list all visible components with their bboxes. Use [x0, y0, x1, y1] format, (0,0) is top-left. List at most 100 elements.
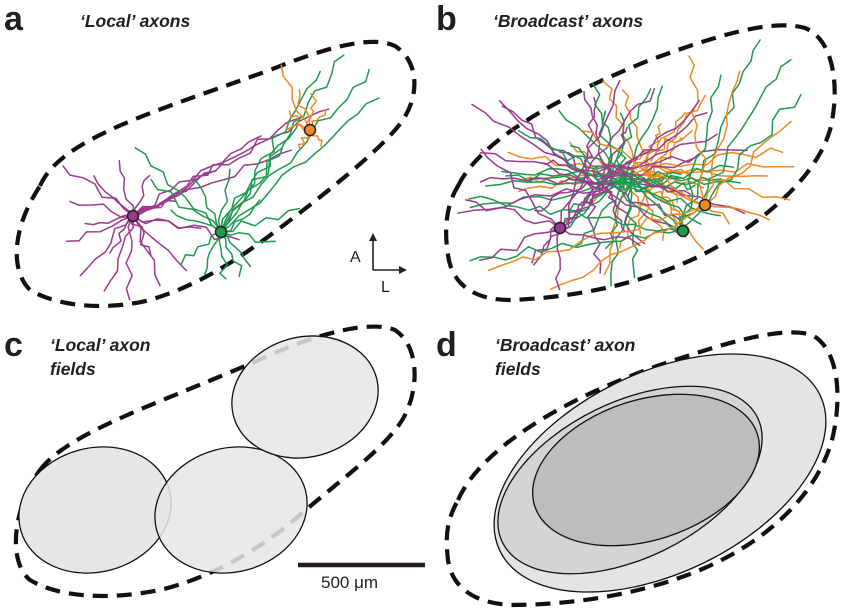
panel-a: a ‘Local’ axons A L [4, 0, 417, 309]
panel-c: c ‘Local’ axon fields 500 μm [4, 324, 425, 599]
orange-local-axon-branch-0 [280, 64, 311, 131]
panel-c-letter: c [4, 326, 23, 364]
green-local-axon-branch-7 [220, 231, 276, 244]
green-local-axon-branch-10 [217, 168, 231, 233]
panel-b: b ‘Broadcast’ axons [436, 0, 837, 303]
orange-long-axon-branch-2 [704, 120, 792, 206]
magenta-local-axon-branch-9 [118, 159, 135, 217]
orange-soma-b [698, 198, 712, 212]
magenta-local-axon-branch-2 [65, 215, 134, 243]
green-local-axon-branch-0 [134, 146, 222, 233]
panel-d-title-line2: fields [495, 359, 541, 379]
magenta-soma-b [553, 221, 567, 235]
panel-b-letter: b [436, 0, 457, 38]
magenta-broadcast-axon-branch-6 [479, 151, 612, 186]
orange-broadcast-axon-branch-9 [645, 162, 795, 175]
orange-local-axon-branch-1 [296, 89, 311, 131]
panel-a-somas [126, 123, 317, 239]
orange-broadcast-axon-branch-5 [629, 168, 731, 225]
orange-broadcast-axon-branch-16 [652, 94, 707, 165]
magenta-local-axon-branch-17 [132, 149, 292, 217]
panel-d: d ‘Broadcast’ axon fields [436, 326, 840, 608]
green-local-axon-branch-1 [150, 178, 222, 233]
magenta-local-axon-branch-8 [93, 175, 134, 217]
green-broadcast-axon-branch-17 [627, 187, 639, 279]
green-local-axon-branch-17 [220, 231, 243, 278]
green-long-axon-branch-4 [558, 109, 681, 231]
magenta-long-axon-branch-4 [559, 227, 641, 247]
orange-long-axon-branch-3 [704, 204, 771, 221]
panel-a-boundary [14, 39, 417, 309]
orange-soma-a [303, 123, 317, 137]
panel-a-letter: a [4, 0, 24, 38]
orange-broadcast-axon-branch-25 [621, 89, 649, 166]
orange-broadcast-axon-branch-10 [637, 164, 655, 235]
magenta-local-axon-branch-10 [132, 174, 151, 217]
orange-broadcast-axon-branch-4 [653, 164, 791, 201]
panel-c-title-line1: ‘Local’ axon [50, 335, 151, 355]
orientation-compass: A L [350, 233, 407, 296]
green-long-axon-branch-5 [517, 129, 681, 231]
magenta-long-axon-branch-1 [465, 199, 561, 229]
panel-c-title-line2: fields [50, 359, 96, 379]
green-long-axon-branch-0 [679, 39, 761, 231]
green-local-axon-branch-5 [218, 231, 229, 280]
anterior-label: A [350, 249, 361, 266]
panel-d-title-line1: ‘Broadcast’ axon [495, 335, 635, 355]
panel-a-axons [62, 54, 380, 301]
green-local-axon-branch-4 [203, 231, 222, 276]
panel-d-letter: d [436, 326, 457, 364]
lateral-label: L [381, 279, 390, 296]
magenta-long-axon-branch-3 [555, 227, 561, 291]
panel-b-title: ‘Broadcast’ axons [493, 11, 643, 31]
magenta-local-axon-branch-20 [84, 214, 134, 226]
magenta-local-axon-branch-4 [103, 215, 134, 292]
orange-long-axon-branch-4 [550, 204, 706, 290]
magenta-broadcast-axon-branch-19 [533, 180, 602, 212]
lateral-arrowhead [399, 266, 407, 274]
green-local-axon-branch-2 [170, 209, 222, 233]
magenta-broadcast-axon-branch-11 [599, 148, 748, 172]
orange-broadcast-axon-branch-14 [652, 147, 784, 168]
magenta-long-axon-branch-5 [559, 99, 700, 229]
green-local-axon-branch-12 [220, 116, 301, 233]
green-local-axon-branch-6 [220, 231, 252, 268]
magenta-broadcast-axon-branch-10 [586, 87, 656, 174]
orange-broadcast-axon-branch-8 [650, 111, 686, 163]
green-soma-a [214, 225, 228, 239]
magenta-broadcast-axon-branch-5 [498, 100, 592, 185]
magenta-soma-a [126, 209, 140, 223]
orange-long-axon-branch-1 [704, 70, 741, 206]
magenta-local-axon-branch-19 [109, 215, 134, 254]
magenta-broadcast-axon-branch-3 [585, 180, 602, 274]
scale-bar-label: 500 μm [321, 573, 378, 592]
green-local-axon-branch-15 [220, 68, 370, 233]
green-local-axon-branch-16 [220, 97, 380, 233]
magenta-broadcast-axon-branch-13 [501, 105, 589, 175]
green-local-axon-branch-13 [220, 70, 321, 233]
panel-b-somas [553, 198, 712, 238]
panel-a-title: ‘Local’ axons [80, 11, 190, 31]
green-local-axon-branch-8 [220, 207, 300, 233]
magenta-local-axon-branch-15 [132, 117, 301, 217]
green-long-axon-branch-7 [469, 229, 681, 262]
magenta-broadcast-axon-branch-21 [583, 90, 613, 179]
magenta-broadcast-axon-branch-25 [596, 133, 718, 181]
magenta-local-axon-branch-0 [62, 165, 134, 217]
green-broadcast-axon-branch-13 [627, 176, 722, 192]
green-soma-b [676, 224, 690, 238]
magenta-local-axon-branch-3 [79, 215, 134, 277]
orange-local-axon-branch-7 [305, 92, 318, 131]
magenta-broadcast-axon-branch-20 [600, 174, 626, 233]
magenta-broadcast-axon-branch-16 [602, 126, 628, 178]
green-broadcast-axon-branch-26 [620, 175, 742, 186]
green-local-axon-branch-18 [193, 178, 222, 233]
green-local-axon-branch-3 [180, 231, 222, 265]
anterior-arrowhead [369, 233, 377, 241]
orange-long-axon-branch-0 [688, 55, 707, 206]
orange-long-axon-branch-5 [487, 204, 706, 272]
green-long-axon-branch-6 [468, 195, 681, 232]
magenta-long-axon-branch-6 [559, 80, 621, 229]
magenta-broadcast-axon-branch-22 [588, 157, 696, 185]
magenta-local-axon-branch-16 [132, 108, 330, 217]
